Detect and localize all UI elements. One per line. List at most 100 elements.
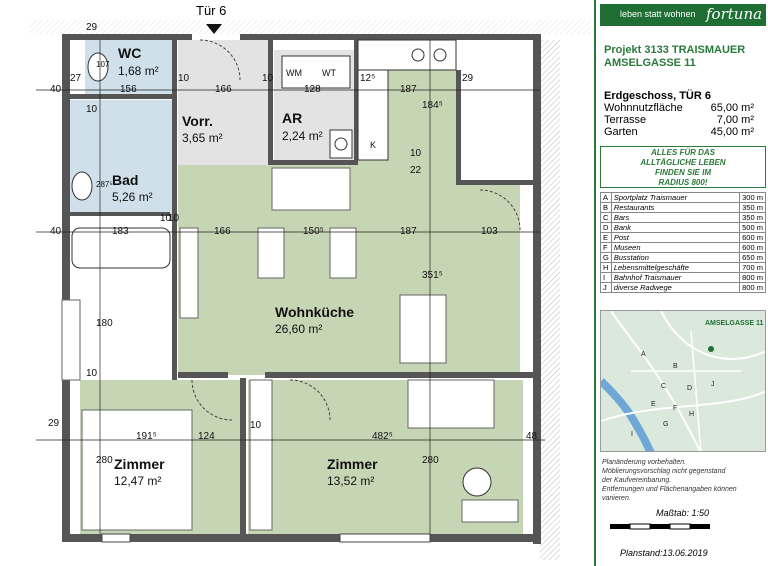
dim-label: 10	[86, 104, 98, 115]
poi-key: J	[600, 282, 612, 293]
room-vorraum-area: 3,65 m²	[182, 131, 223, 145]
room-ar-name: AR	[282, 110, 303, 126]
area-value: 7,00 m²	[716, 114, 754, 126]
brand-logo: leben statt wohnen fortuna	[600, 4, 766, 26]
note-line: der Kaufvereinbarung.	[602, 477, 672, 484]
dim-label: 107	[96, 60, 110, 69]
dim-label: 12⁵	[360, 73, 376, 84]
poi-key: D	[600, 222, 612, 233]
map-marker-letter: H	[689, 411, 695, 418]
dim-label: 103	[481, 226, 498, 237]
project-title: Projekt 3133 TRAISMAUER AMSELGASSE 11	[604, 44, 745, 70]
map-marker-letter: D	[687, 385, 693, 392]
poi-name: Bank	[610, 222, 741, 233]
dim-label: 280	[422, 455, 439, 466]
poi-distance: 500 m	[739, 222, 766, 233]
project-line-2: AMSELGASSE 11	[604, 57, 696, 69]
poi-name: Sportplatz Traismauer	[610, 192, 741, 203]
poi-key: I	[600, 272, 612, 283]
dim-label: 22	[410, 165, 422, 176]
note-line: Entfernungen und Flächenangaben können	[602, 486, 737, 493]
slogan-line: RADIUS 800!	[658, 178, 708, 187]
dim-label: 187	[400, 84, 417, 95]
dim-label: 191⁵	[136, 431, 157, 442]
dim-label: 40	[50, 84, 62, 95]
map-drawing	[601, 311, 765, 451]
poi-key: A	[600, 192, 612, 203]
poi-distance: 600 m	[739, 242, 766, 253]
poi-distance: 300 m	[739, 192, 766, 203]
room-zimmer2-area: 13,52 m²	[327, 474, 375, 488]
map-marker-letter: J	[711, 381, 715, 388]
dim-label: 351⁵	[422, 270, 443, 281]
dim-label: 10	[250, 420, 262, 431]
dim-label: 10	[86, 368, 98, 379]
poi-distance: 700 m	[739, 262, 766, 273]
room-bad-name: Bad	[112, 172, 139, 188]
poi-name: Lebensmittelgeschäfte	[610, 262, 741, 273]
dim-label: 280	[96, 455, 113, 466]
area-label: Garten	[604, 126, 638, 138]
floor-info: Erdgeschoss, TÜR 6	[604, 90, 711, 102]
map-marker-letter: B	[673, 363, 678, 370]
poi-key: E	[600, 232, 612, 243]
dim-label: 166	[214, 226, 231, 237]
info-panel: leben statt wohnen fortuna Projekt 3133 …	[594, 0, 768, 566]
scale-bar	[610, 523, 710, 530]
dim-label: 187	[400, 226, 417, 237]
map-address-label: AMSELGASSE 11	[705, 320, 764, 327]
poi-distance: 800 m	[739, 282, 766, 293]
dim-label: 287⁵	[96, 180, 113, 189]
poi-distance: 650 m	[739, 252, 766, 263]
poi-name: Busstation	[610, 252, 741, 263]
dim-label: 156	[120, 84, 137, 95]
room-wc-name: WC	[118, 45, 142, 61]
poi-key: F	[600, 242, 612, 253]
poi-name: diverse Radwege	[610, 282, 741, 293]
floor-plan: Tür 6 WC 1,68 m² Vorr. 3,65 m² AR 2,24 m…	[30, 3, 590, 560]
poi-name: Bahnhof Traismauer	[610, 272, 741, 283]
poi-key: C	[600, 212, 612, 223]
poi-distance: 800 m	[739, 272, 766, 283]
room-wohnkueche-name: Wohnküche	[275, 304, 355, 320]
floor-plan-drawing	[30, 20, 590, 560]
dim-label: 183	[112, 226, 129, 237]
dim-label: 124	[198, 431, 215, 442]
room-wc-area: 1,68 m²	[118, 64, 159, 78]
poi-key: G	[600, 252, 612, 263]
poi-distance: 600 m	[739, 232, 766, 243]
scale-label: Maßtab: 1:50	[656, 508, 710, 518]
poi-distance: 350 m	[739, 212, 766, 223]
note-line: Möblierungsvorschlag nicht gegenstand	[602, 468, 726, 475]
dim-label: 180	[96, 318, 113, 329]
appliance-k: K	[370, 140, 377, 150]
room-bad-area: 5,26 m²	[112, 190, 153, 204]
dim-label: 10	[410, 148, 422, 159]
dim-label: 10	[262, 73, 274, 84]
area-value: 45,00 m²	[710, 126, 754, 138]
map-marker-letter: E	[651, 401, 656, 408]
room-zimmer1-name: Zimmer	[114, 456, 165, 472]
note-line: variieren.	[602, 495, 631, 502]
area-row: Garten 45,00 m²	[604, 126, 754, 138]
map-marker-letter: G	[663, 421, 669, 428]
project-line-1: Projekt 3133 TRAISMAUER	[604, 44, 746, 56]
dim-label: 48	[526, 431, 538, 442]
dim-label: 27	[70, 73, 82, 84]
poi-name: Museen	[610, 242, 741, 253]
poi-distance: 350 m	[739, 202, 766, 213]
dim-label: 128	[304, 84, 321, 95]
area-value: 65,00 m²	[710, 102, 754, 114]
